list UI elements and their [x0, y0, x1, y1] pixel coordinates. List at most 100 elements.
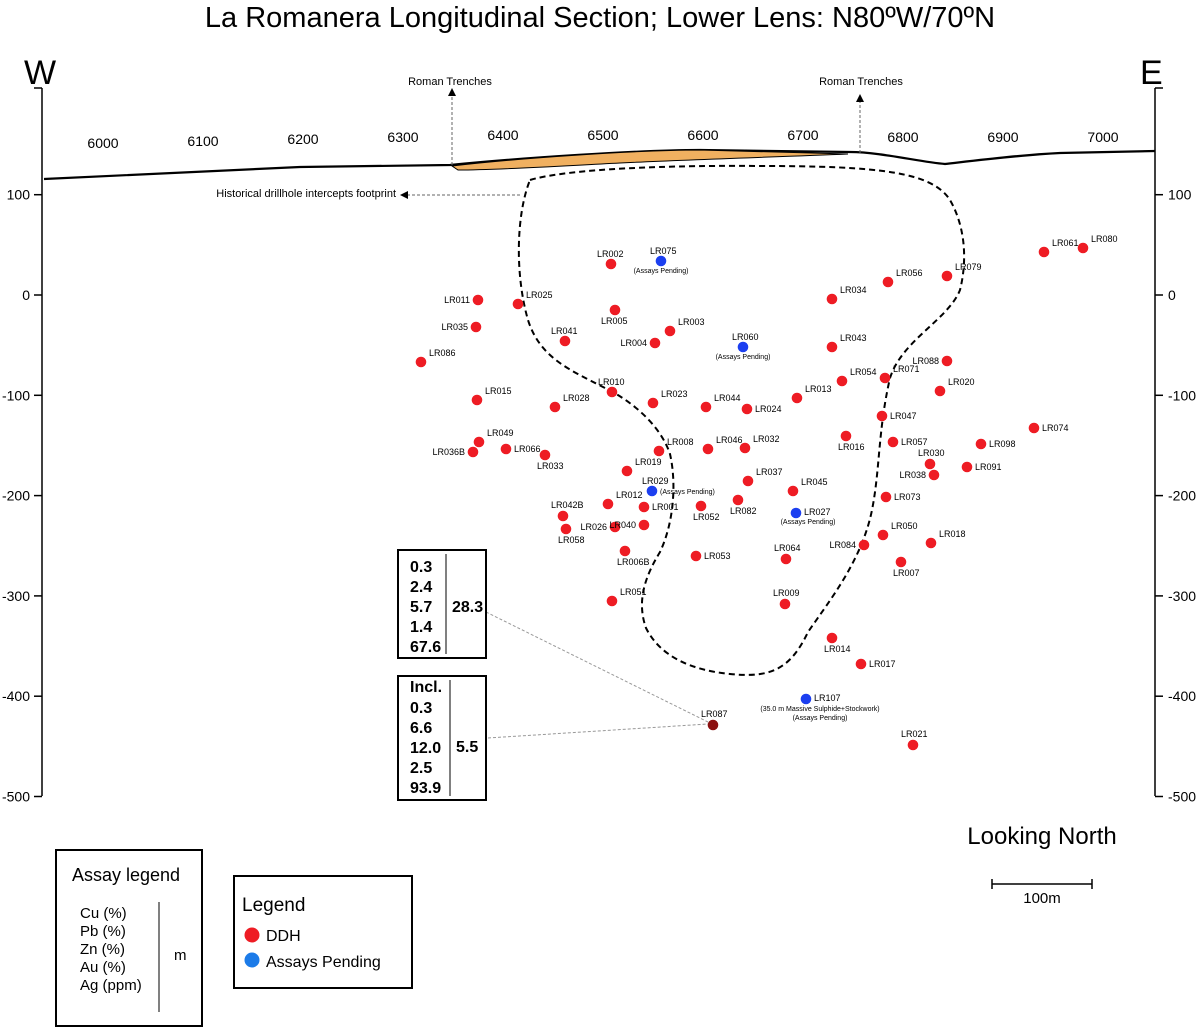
drillhole-label: LR041: [551, 326, 578, 336]
y-tick-label: 0: [1168, 287, 1176, 303]
drillhole-label: LR008: [667, 437, 694, 447]
legend-pending-label: Assays Pending: [266, 954, 381, 971]
drillhole-label: LR027: [804, 507, 831, 517]
drillhole-marker: [880, 491, 892, 503]
y-tick-label: 0: [22, 287, 30, 303]
drillhole-note: (Assays Pending): [781, 519, 836, 526]
drillhole-label: LR015: [485, 386, 512, 396]
drillhole-marker: [877, 529, 889, 541]
drillhole-label: LR003: [678, 317, 705, 327]
callout-2-value: 12.0: [410, 740, 441, 757]
drillhole-note: (Assays Pending): [793, 715, 848, 722]
drillhole-marker: [941, 355, 953, 367]
drillhole-marker: [855, 658, 867, 670]
y-tick-label: 100: [7, 187, 31, 203]
drillhole-marker: [924, 458, 936, 470]
assay-legend: Assay legend Cu (%) Pb (%) Zn (%) Au (%)…: [55, 849, 203, 1027]
roman-lens: [450, 149, 849, 171]
x-tick-label: 6000: [87, 135, 118, 151]
drillhole-label: LR001: [652, 502, 679, 512]
right-axis: [1154, 87, 1163, 796]
symbol-legend: Legend DDH Assays Pending: [233, 875, 413, 989]
callout-1-length: 28.3: [452, 599, 483, 616]
drillhole-marker: [1028, 422, 1040, 434]
drillhole-marker: [649, 337, 661, 349]
drillhole-marker: [739, 442, 751, 454]
drillhole-marker: [647, 397, 659, 409]
callout-2-value: 93.9: [410, 780, 441, 797]
drillhole-marker: [560, 523, 572, 535]
drillhole-label: LR011: [444, 295, 470, 305]
drillhole-note: (Assays Pending): [634, 268, 689, 275]
x-tick-label: 7000: [1087, 129, 1118, 145]
scale-bar: [991, 879, 1093, 889]
drillhole-marker: [500, 443, 512, 455]
drillhole-marker: [700, 401, 712, 413]
drillhole-label: LR006B: [617, 557, 650, 567]
drillhole-label: LR023: [661, 389, 688, 399]
drillhole-label: LR088: [912, 356, 939, 366]
drillhole-marker: [882, 276, 894, 288]
drillhole-marker: [707, 719, 719, 731]
drillhole-label: LR052: [693, 512, 720, 522]
drillhole-marker: [876, 410, 888, 422]
drillhole-label: LR053: [704, 551, 731, 561]
drillhole-label: LR016: [838, 442, 865, 452]
drillhole-label: LR044: [714, 393, 741, 403]
drillhole-label: LR046: [716, 435, 743, 445]
drillhole-label: LR061: [1052, 238, 1079, 248]
drillhole-label: LR007: [893, 568, 920, 578]
footprint-label: Historical drillhole intercepts footprin…: [216, 188, 396, 200]
assay-legend-title: Assay legend: [72, 865, 180, 885]
drillhole-marker: [557, 510, 569, 522]
drillhole-marker: [619, 545, 631, 557]
west-label: W: [24, 54, 56, 92]
drillhole-label: LR026: [580, 522, 607, 532]
drillhole-marker: [473, 436, 485, 448]
drillhole-label: LR040: [609, 520, 636, 530]
left-axis: [34, 87, 43, 796]
drillhole-label: LR019: [635, 457, 662, 467]
drillhole-marker: [975, 438, 987, 450]
drillhole-label: LR064: [774, 543, 801, 553]
drillhole-marker: [826, 341, 838, 353]
drillhole-marker: [887, 436, 899, 448]
trench-arrow-east: [856, 94, 864, 153]
y-tick-label: -100: [2, 387, 30, 403]
callout-2: Incl. 0.3 6.6 12.0 2.5 93.9 5.5: [397, 675, 487, 801]
drillhole-label: LR058: [558, 535, 585, 545]
drillhole-label: LR034: [840, 285, 867, 295]
drillhole-marker: [934, 385, 946, 397]
drillhole-label: LR028: [563, 393, 590, 403]
drillhole-marker: [471, 394, 483, 406]
drillhole-marker: [655, 255, 667, 267]
drillhole-marker: [941, 270, 953, 282]
drillhole-marker: [702, 443, 714, 455]
y-tick-label: -500: [1168, 789, 1196, 805]
legend-ddh-label: DDH: [266, 928, 301, 945]
drillhole-label: LR084: [829, 540, 856, 550]
drillhole-label: LR054: [850, 367, 877, 377]
x-tick-label: 6300: [387, 129, 418, 145]
drillhole-label: LR047: [890, 411, 917, 421]
drillhole-label: LR043: [840, 333, 867, 343]
drillhole-marker: [602, 498, 614, 510]
drillhole-label: LR004: [620, 338, 647, 348]
y-tick-label: -300: [1168, 588, 1196, 604]
drillhole-label: LR030: [918, 448, 945, 458]
callout-2-value: 2.5: [410, 760, 432, 777]
drillhole-marker: [664, 325, 676, 337]
scale-bar-label: 100m: [1023, 890, 1061, 907]
footprint-arrowhead: [400, 191, 408, 199]
drillhole-marker: [605, 258, 617, 270]
callout-2-value: Incl.: [410, 679, 442, 696]
drillhole-marker: [549, 401, 561, 413]
drillhole-label: LR005: [601, 316, 628, 326]
drillhole-marker: [787, 485, 799, 497]
drillhole-label: LR032: [753, 434, 780, 444]
drillhole-marker: [907, 739, 919, 751]
assay-legend-row: Zn (%): [80, 941, 125, 958]
drillhole-marker: [737, 341, 749, 353]
